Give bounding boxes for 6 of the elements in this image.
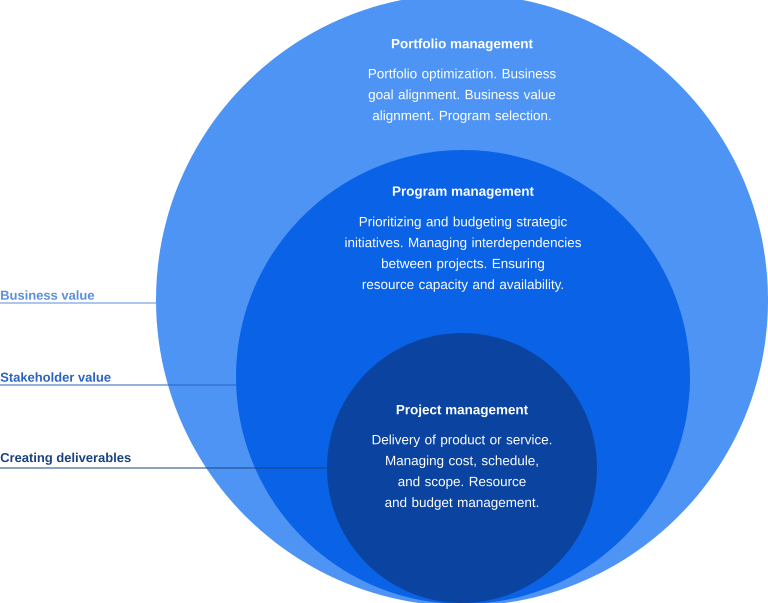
leader-line: [0, 384, 237, 386]
circle-region: Project management Delivery of product or service. Managing cost, schedule, and scope. Resource and budget management.: [327, 333, 597, 603]
side-label: Business value: [1, 290, 94, 300]
side-label: Creating deliverables: [0, 452, 131, 465]
side-label: Stakeholder value: [0, 372, 111, 382]
leader-line: [0, 302, 156, 304]
